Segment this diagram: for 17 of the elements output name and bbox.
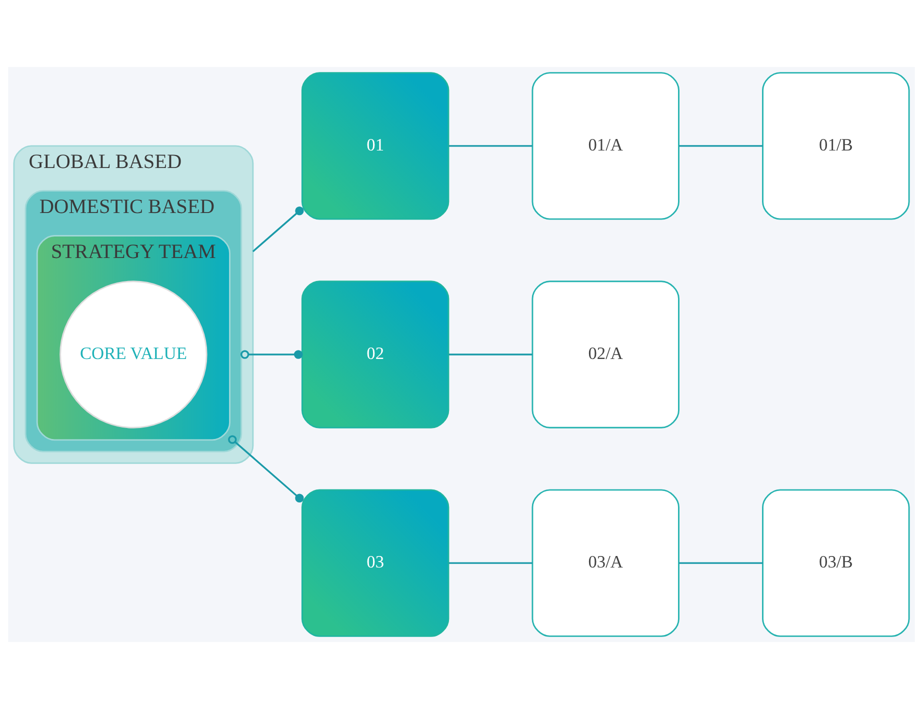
node-box: 01/B	[762, 72, 910, 220]
node-box: 01	[301, 72, 450, 220]
connector	[448, 562, 532, 564]
connector	[448, 354, 532, 356]
node-box: 03/A	[532, 489, 680, 637]
node-box: 02/A	[532, 280, 680, 428]
connector	[679, 145, 763, 147]
connector	[252, 206, 304, 252]
connector	[448, 145, 532, 147]
node-box: 01/A	[532, 72, 680, 220]
node-box: 03/B	[762, 489, 910, 637]
node-circle: CORE VALUE	[60, 280, 208, 428]
node-box: 02	[301, 280, 450, 428]
connector	[240, 350, 303, 359]
node-box: 03	[301, 489, 450, 637]
connector	[228, 435, 304, 502]
connector	[679, 562, 763, 564]
